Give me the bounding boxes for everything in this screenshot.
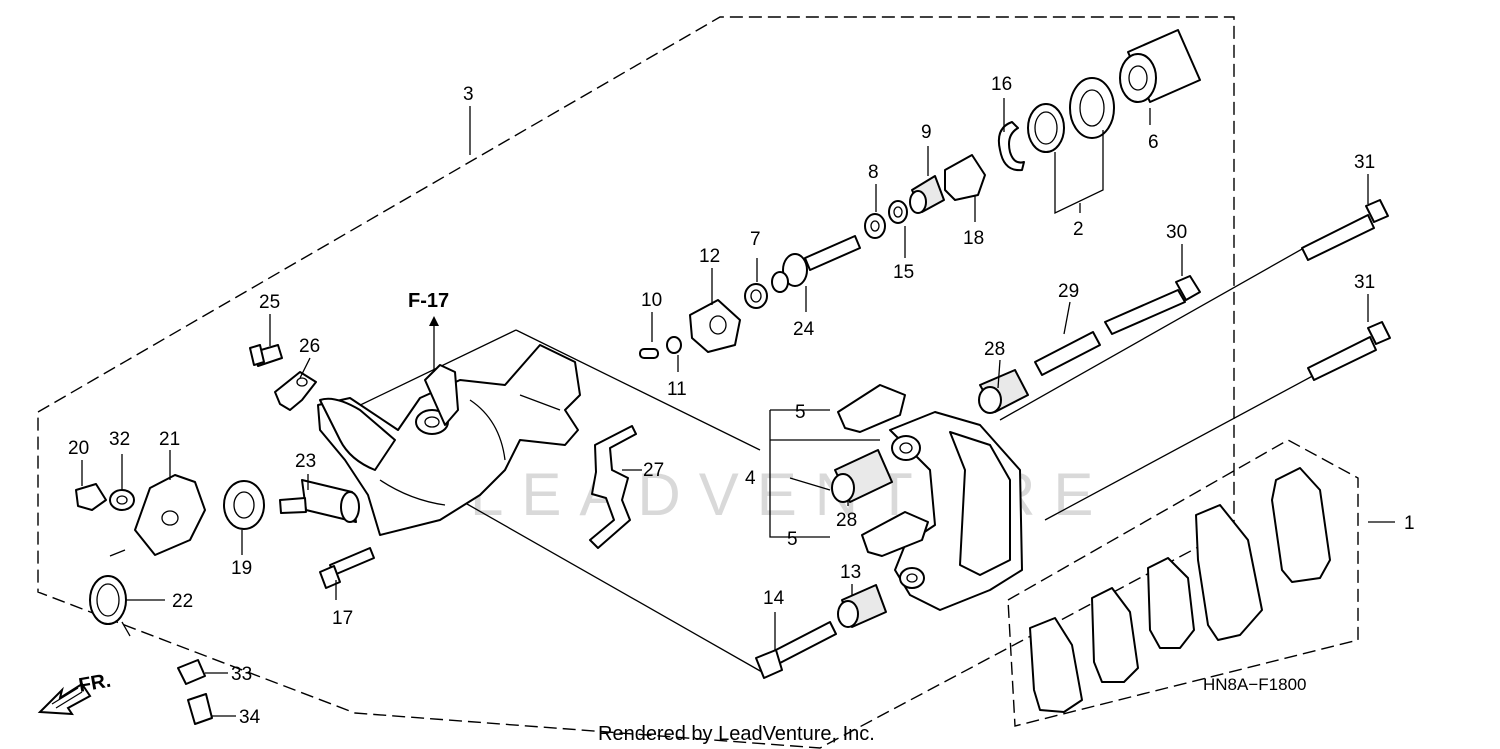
brake-pad-inner bbox=[1195, 504, 1263, 641]
callout-24: 24 bbox=[793, 319, 815, 340]
boot-13 bbox=[837, 584, 887, 628]
washer-8 bbox=[864, 213, 886, 239]
seal-2-outer bbox=[1069, 77, 1115, 139]
seal-19 bbox=[223, 480, 265, 530]
bolt-leader bbox=[999, 239, 1319, 421]
callout-26: 26 bbox=[299, 336, 320, 357]
callout-31-lower: 31 bbox=[1354, 272, 1375, 293]
bolt-14 bbox=[755, 621, 837, 679]
bolt-30 bbox=[1104, 275, 1201, 335]
caliper-bracket bbox=[889, 411, 1023, 611]
bolt-leader bbox=[1044, 371, 1321, 521]
callout-13: 13 bbox=[840, 562, 861, 583]
adjuster-24 bbox=[771, 235, 861, 293]
pin-10 bbox=[639, 348, 659, 359]
pad-shim-1 bbox=[1029, 617, 1083, 713]
callout-23: 23 bbox=[295, 451, 316, 472]
callout-8: 8 bbox=[868, 162, 879, 183]
oring-11 bbox=[666, 336, 682, 354]
reference-label: F-17 bbox=[408, 290, 449, 312]
render-credit: Rendered by LeadVenture, Inc. bbox=[598, 723, 875, 745]
piston-6 bbox=[1119, 29, 1201, 103]
callout-14: 14 bbox=[763, 588, 785, 609]
pad-retainer-upper bbox=[837, 384, 906, 433]
callout-1: 1 bbox=[1404, 513, 1415, 534]
callout-25: 25 bbox=[259, 292, 280, 313]
callout-7: 7 bbox=[750, 229, 761, 250]
f17-arrow-head bbox=[429, 316, 439, 326]
callout-16: 16 bbox=[991, 74, 1012, 95]
front-label: FR. bbox=[77, 670, 113, 697]
callout-10: 10 bbox=[641, 290, 662, 311]
spring-9 bbox=[909, 175, 945, 214]
caliper-assembly-outline bbox=[37, 16, 1235, 749]
callout-12: 12 bbox=[699, 246, 720, 267]
bleeder-33 bbox=[177, 659, 206, 685]
spring-22 bbox=[89, 549, 131, 637]
front-arrow-icon bbox=[37, 682, 92, 716]
callout-4: 4 bbox=[745, 468, 756, 489]
callout-20: 20 bbox=[68, 438, 89, 459]
callout-6: 6 bbox=[1148, 132, 1159, 153]
bolt-17 bbox=[319, 547, 375, 589]
callout-15: 15 bbox=[893, 262, 914, 283]
washer-32 bbox=[109, 489, 135, 511]
pad-spring-clip bbox=[589, 425, 637, 549]
boot-28-upper bbox=[978, 369, 1029, 414]
callout-28-upper: 28 bbox=[984, 339, 1005, 360]
callout-27: 27 bbox=[643, 460, 664, 481]
pin-29 bbox=[1034, 331, 1101, 376]
collar-7 bbox=[744, 283, 768, 309]
callout-9: 9 bbox=[921, 122, 932, 143]
caliper-body bbox=[317, 344, 581, 536]
seal-2-inner bbox=[1027, 103, 1065, 153]
callout-2: 2 bbox=[1073, 219, 1084, 240]
callout-11: 11 bbox=[667, 379, 687, 400]
callout-5-upper: 5 bbox=[795, 402, 806, 423]
callout-18: 18 bbox=[963, 228, 984, 249]
callout-33: 33 bbox=[231, 664, 252, 685]
callout-31-upper: 31 bbox=[1354, 152, 1375, 173]
pad-shim-3 bbox=[1147, 557, 1195, 649]
callout-19: 19 bbox=[231, 558, 252, 579]
pad-shim-2 bbox=[1091, 587, 1139, 683]
brake-pad-outer bbox=[1271, 467, 1331, 583]
circlip-16 bbox=[997, 121, 1025, 172]
callout-22: 22 bbox=[172, 591, 193, 612]
pad-set-outline bbox=[1007, 439, 1359, 727]
bracket-leader bbox=[349, 329, 517, 411]
washer-15 bbox=[888, 200, 908, 224]
cap-34 bbox=[187, 693, 213, 725]
boot-28-lower bbox=[831, 449, 893, 503]
callout-34: 34 bbox=[239, 707, 261, 728]
shaft-23 bbox=[279, 479, 360, 523]
callout-labels: 1 2 3 4 5 5 6 7 8 9 10 11 12 13 14 15 16… bbox=[68, 74, 1415, 728]
cam-12 bbox=[689, 299, 741, 353]
callout-30: 30 bbox=[1166, 222, 1187, 243]
callout-17: 17 bbox=[332, 608, 353, 629]
clip-18 bbox=[944, 154, 986, 201]
callout-21: 21 bbox=[159, 429, 180, 450]
diagram-code: HN8A−F1800 bbox=[1203, 675, 1306, 694]
bolt-31-upper bbox=[1301, 199, 1389, 261]
callout-29: 29 bbox=[1058, 281, 1079, 302]
callout-5-lower: 5 bbox=[787, 529, 798, 550]
callout-leaders bbox=[81, 98, 1395, 717]
screw-25 bbox=[249, 344, 283, 367]
bracket-26 bbox=[274, 371, 317, 411]
lever-21 bbox=[134, 474, 206, 556]
callout-32: 32 bbox=[109, 429, 130, 450]
bolt-31-lower bbox=[1307, 321, 1391, 381]
nut-20 bbox=[75, 483, 107, 511]
callout-28-lower: 28 bbox=[836, 510, 857, 531]
bracket-leader bbox=[459, 499, 763, 673]
pad-retainer-lower bbox=[861, 511, 929, 557]
bracket-leader bbox=[515, 329, 761, 451]
callout-3: 3 bbox=[463, 84, 474, 105]
